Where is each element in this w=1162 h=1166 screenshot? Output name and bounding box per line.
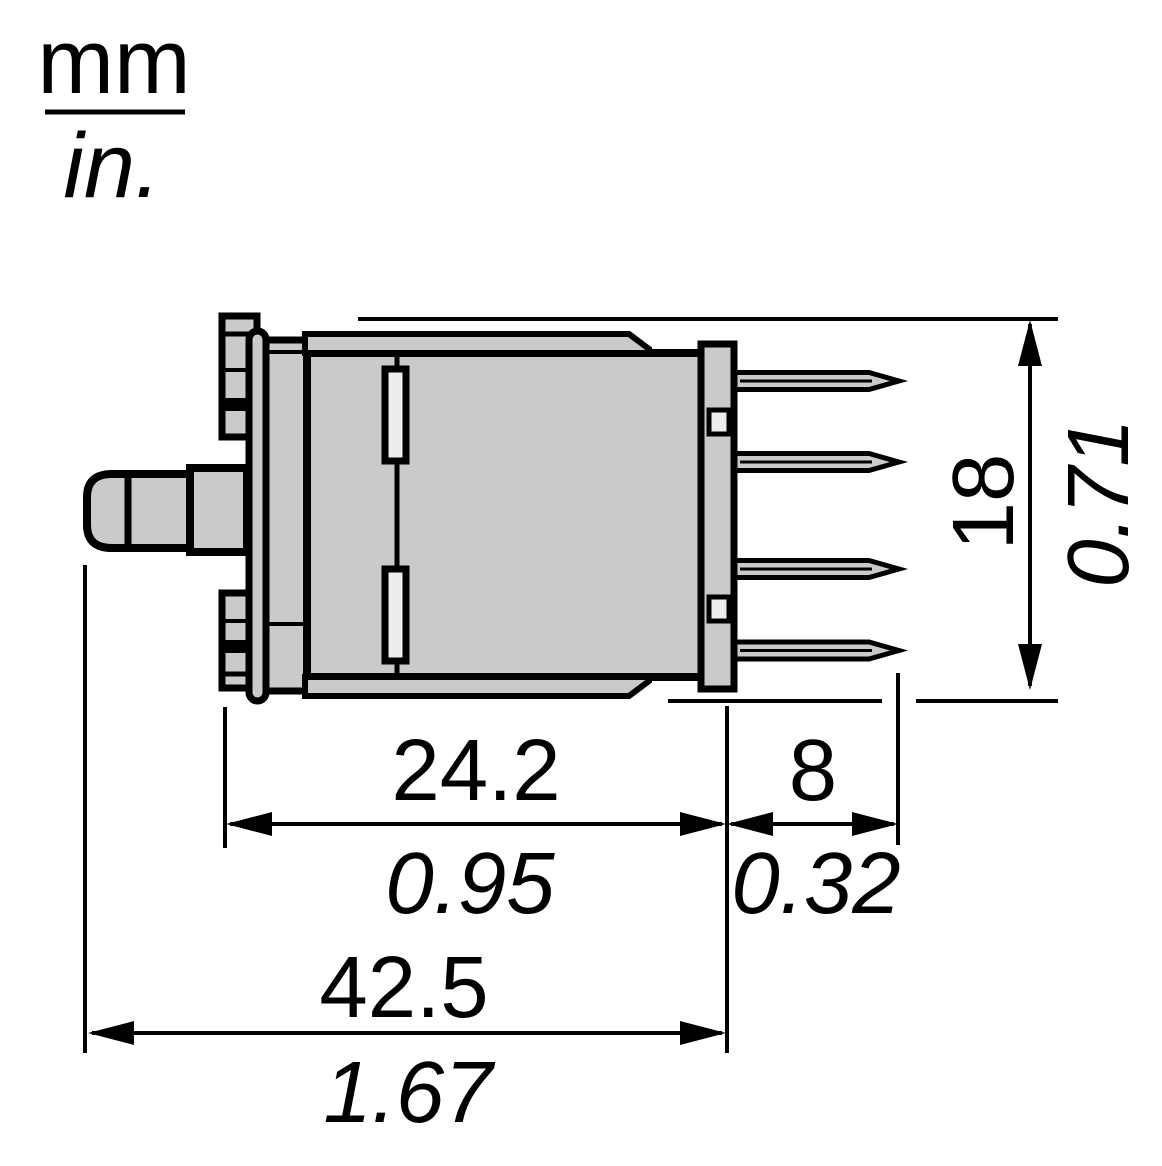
front-bezel [262,336,311,695]
dim-pin-length: 8 0.32 [727,722,901,932]
units-legend: mm in. [37,11,190,217]
latch-slot-bottom [381,565,410,665]
arrowhead-right [680,1021,726,1045]
imperial-units-label: in. [63,115,160,217]
end-plate-notch-top [706,407,732,437]
housing-body [303,349,710,681]
body-length-in-label: 0.95 [385,835,555,932]
overall-length-in-label: 1.67 [323,1044,496,1141]
flange-bottom [302,674,652,699]
dimension-annotations: 18 0.71 24.2 0.95 8 0.32 42.5 1.67 [83,317,1147,1141]
arrowhead-up [1018,320,1042,366]
pin-length-in-label: 0.32 [731,835,900,932]
component-side-view [83,312,909,705]
pin-2 [723,451,909,473]
flange-top [302,331,652,356]
dim-body-height: 18 0.71 [935,320,1147,690]
pin-length-mm-label: 8 [789,722,837,819]
arrowhead-right [680,812,726,836]
latch-slot-top [381,365,410,465]
dim-overall-length: 42.5 1.67 [88,939,726,1141]
arrowhead-left [88,1021,134,1045]
body-height-mm-label: 18 [935,454,1032,551]
overall-length-mm-label: 42.5 [319,939,488,1036]
pin-4 [723,639,909,662]
arrowhead-left [226,812,272,836]
arrowhead-down [1018,644,1042,690]
body-length-mm-label: 24.2 [391,722,560,819]
pin-3 [723,558,909,580]
button-collar [186,464,251,556]
pin-1 [723,370,909,392]
dim-body-length: 24.2 0.95 [226,722,726,932]
button-cap [83,470,194,552]
metric-units-label: mm [37,11,190,113]
arrowhead-right [852,812,898,836]
end-plate [697,340,738,693]
arrowhead-left [727,812,773,836]
body-height-in-label: 0.71 [1050,418,1147,587]
end-plate-notch-bottom [706,594,732,624]
